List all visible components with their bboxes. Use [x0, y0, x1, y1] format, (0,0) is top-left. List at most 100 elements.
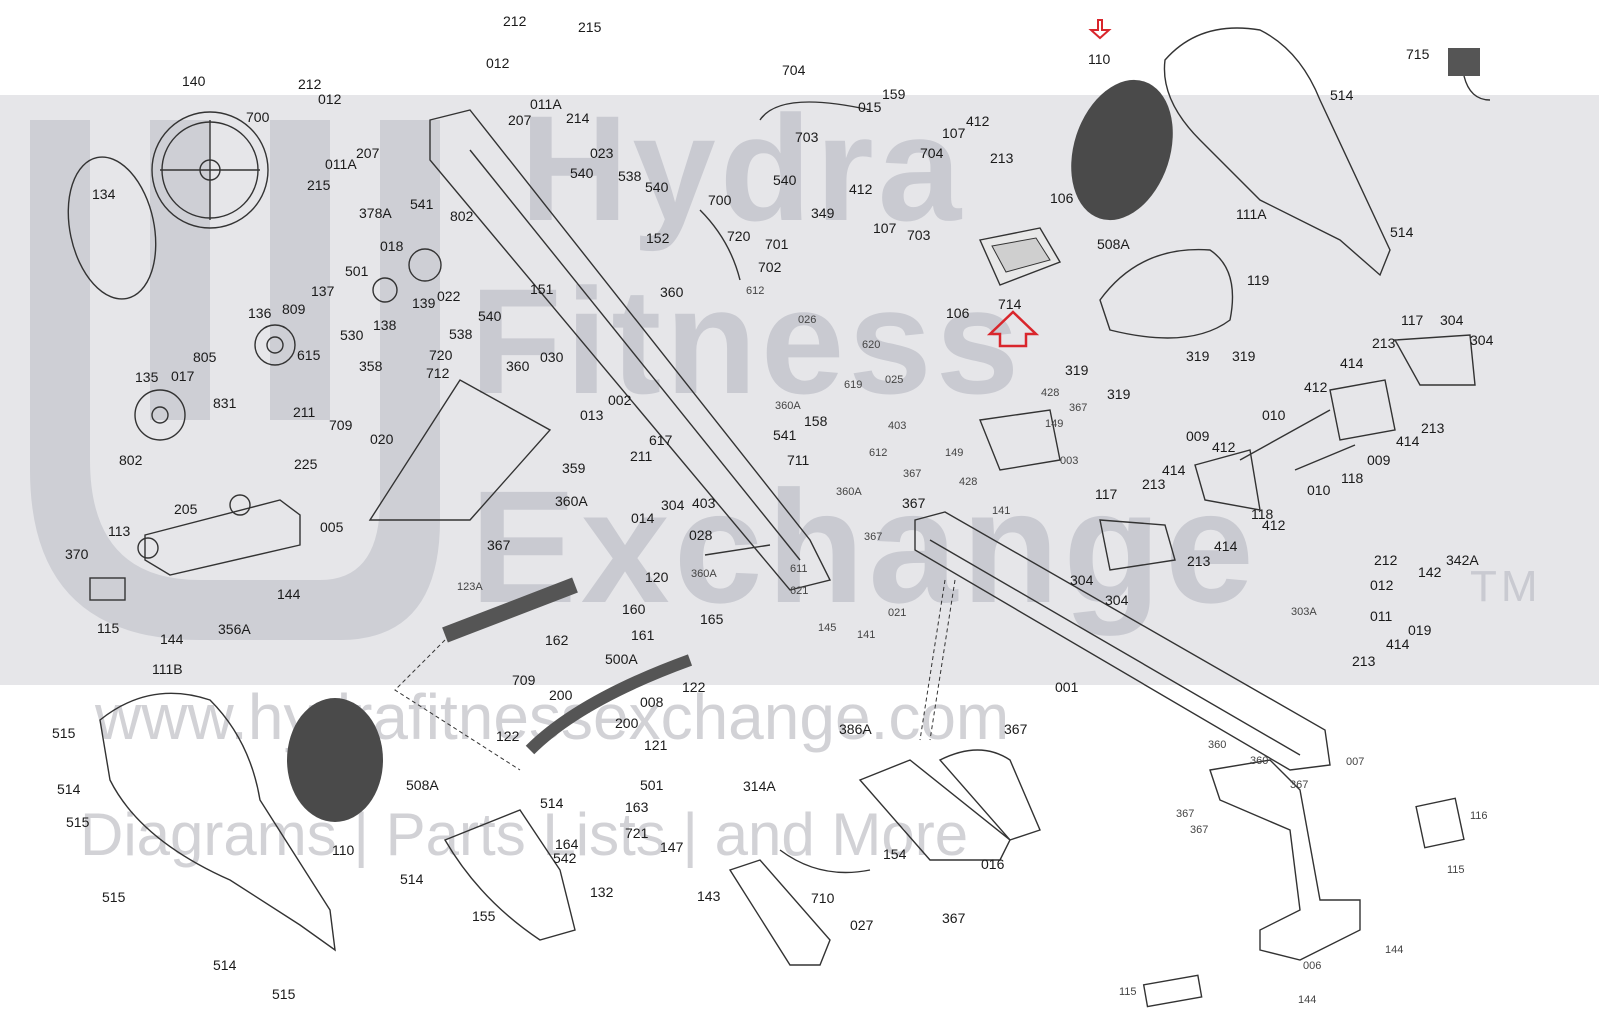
- part-label-214: 214: [566, 110, 590, 126]
- part-label-802: 802: [119, 452, 143, 468]
- flywheel-140: [151, 111, 269, 229]
- part-label-712: 712: [426, 365, 450, 381]
- part-label-215: 215: [307, 177, 331, 193]
- part-label-215: 215: [578, 19, 602, 35]
- part-label-541: 541: [773, 427, 797, 443]
- part-label-207: 207: [508, 112, 532, 128]
- part-label-621: 621: [790, 585, 809, 597]
- part-label-367: 367: [487, 537, 511, 553]
- part-label-514: 514: [213, 957, 237, 973]
- part-label-414: 414: [1214, 538, 1238, 554]
- part-label-212: 212: [1374, 552, 1398, 568]
- part-label-704: 704: [920, 145, 944, 161]
- part-label-831: 831: [213, 395, 237, 411]
- part-label-144: 144: [1385, 944, 1404, 956]
- part-label-612: 612: [869, 447, 888, 459]
- part-label-412: 412: [849, 181, 873, 197]
- part-label-538: 538: [618, 168, 642, 184]
- part-label-200: 200: [549, 687, 573, 703]
- part-label-010: 010: [1307, 482, 1331, 498]
- part-label-211: 211: [630, 448, 653, 464]
- part-label-508a: 508A: [1097, 236, 1130, 252]
- part-label-015: 015: [858, 99, 882, 115]
- part-label-213: 213: [1352, 653, 1376, 669]
- part-label-144: 144: [160, 631, 184, 647]
- part-label-115: 115: [1447, 864, 1465, 876]
- part-label-403: 403: [692, 495, 716, 511]
- part-label-386a: 386A: [839, 721, 872, 737]
- part-label-542: 542: [553, 850, 577, 866]
- part-label-028: 028: [689, 527, 713, 543]
- part-label-530: 530: [340, 327, 364, 343]
- part-label-019: 019: [1408, 622, 1432, 638]
- part-label-611: 611: [790, 563, 808, 575]
- part-label-809: 809: [282, 301, 306, 317]
- part-label-620: 620: [862, 339, 881, 351]
- part-label-001: 001: [1055, 679, 1079, 695]
- part-label-010: 010: [1262, 407, 1286, 423]
- part-label-304: 304: [1440, 312, 1464, 328]
- part-label-360: 360: [660, 284, 684, 300]
- part-label-702: 702: [758, 259, 782, 275]
- part-label-030: 030: [540, 349, 564, 365]
- part-label-703: 703: [907, 227, 931, 243]
- part-label-304: 304: [661, 497, 685, 513]
- part-label-428: 428: [1041, 387, 1060, 399]
- part-label-121: 121: [644, 737, 668, 753]
- part-label-514: 514: [57, 781, 81, 797]
- part-label-213: 213: [1372, 335, 1396, 351]
- watermark-brand-line1: Hydra: [520, 84, 966, 252]
- part-label-367: 367: [864, 531, 883, 543]
- part-label-123a: 123A: [457, 581, 483, 593]
- part-label-022: 022: [437, 288, 461, 304]
- part-label-111a: 111A: [1236, 206, 1267, 222]
- part-label-118: 118: [1341, 470, 1364, 486]
- part-label-538: 538: [449, 326, 473, 342]
- part-label-304: 304: [1105, 592, 1129, 608]
- part-label-367: 367: [1004, 721, 1028, 737]
- part-label-414: 414: [1340, 355, 1364, 371]
- part-label-012: 012: [486, 55, 510, 71]
- part-label-378a: 378A: [359, 205, 392, 221]
- part-label-715: 715: [1406, 46, 1430, 62]
- part-label-117: 117: [1095, 486, 1118, 502]
- part-label-149: 149: [945, 447, 964, 459]
- part-label-414: 414: [1396, 433, 1420, 449]
- part-label-106: 106: [1050, 190, 1074, 206]
- part-label-107: 107: [873, 220, 897, 236]
- part-label-412: 412: [1304, 379, 1328, 395]
- part-label-541: 541: [410, 196, 434, 212]
- part-label-009: 009: [1367, 452, 1391, 468]
- part-label-515: 515: [272, 986, 296, 1002]
- part-label-615: 615: [297, 347, 321, 363]
- part-label-514: 514: [400, 871, 424, 887]
- part-label-158: 158: [804, 413, 828, 429]
- part-label-025: 025: [885, 374, 904, 386]
- part-label-319: 319: [1232, 348, 1256, 364]
- part-label-212: 212: [298, 76, 322, 92]
- part-label-540: 540: [570, 165, 594, 181]
- part-label-011a: 011A: [325, 156, 357, 172]
- part-label-360: 360: [506, 358, 530, 374]
- part-label-720: 720: [429, 347, 453, 363]
- part-label-501: 501: [640, 777, 664, 793]
- highlight-arrow-110-icon: [1088, 19, 1112, 40]
- part-label-149: 149: [1045, 418, 1064, 430]
- part-label-144: 144: [1298, 994, 1317, 1006]
- part-label-007: 007: [1346, 756, 1365, 768]
- part-label-710: 710: [811, 890, 835, 906]
- part-label-700: 700: [246, 109, 270, 125]
- part-label-139: 139: [412, 295, 436, 311]
- part-label-515: 515: [52, 725, 76, 741]
- highlight-arrow-714-icon: [986, 310, 1040, 348]
- part-label-005: 005: [320, 519, 344, 535]
- part-label-709: 709: [329, 417, 353, 433]
- part-label-122: 122: [496, 728, 520, 744]
- watermark-tagline: Diagrams | Parts Lists | and More: [80, 801, 969, 868]
- part-label-141: 141: [992, 505, 1011, 517]
- part-label-011: 011: [1370, 608, 1393, 624]
- part-label-144: 144: [277, 586, 301, 602]
- part-label-514: 514: [1330, 87, 1354, 103]
- part-label-120: 120: [645, 569, 669, 585]
- part-label-207: 207: [356, 145, 380, 161]
